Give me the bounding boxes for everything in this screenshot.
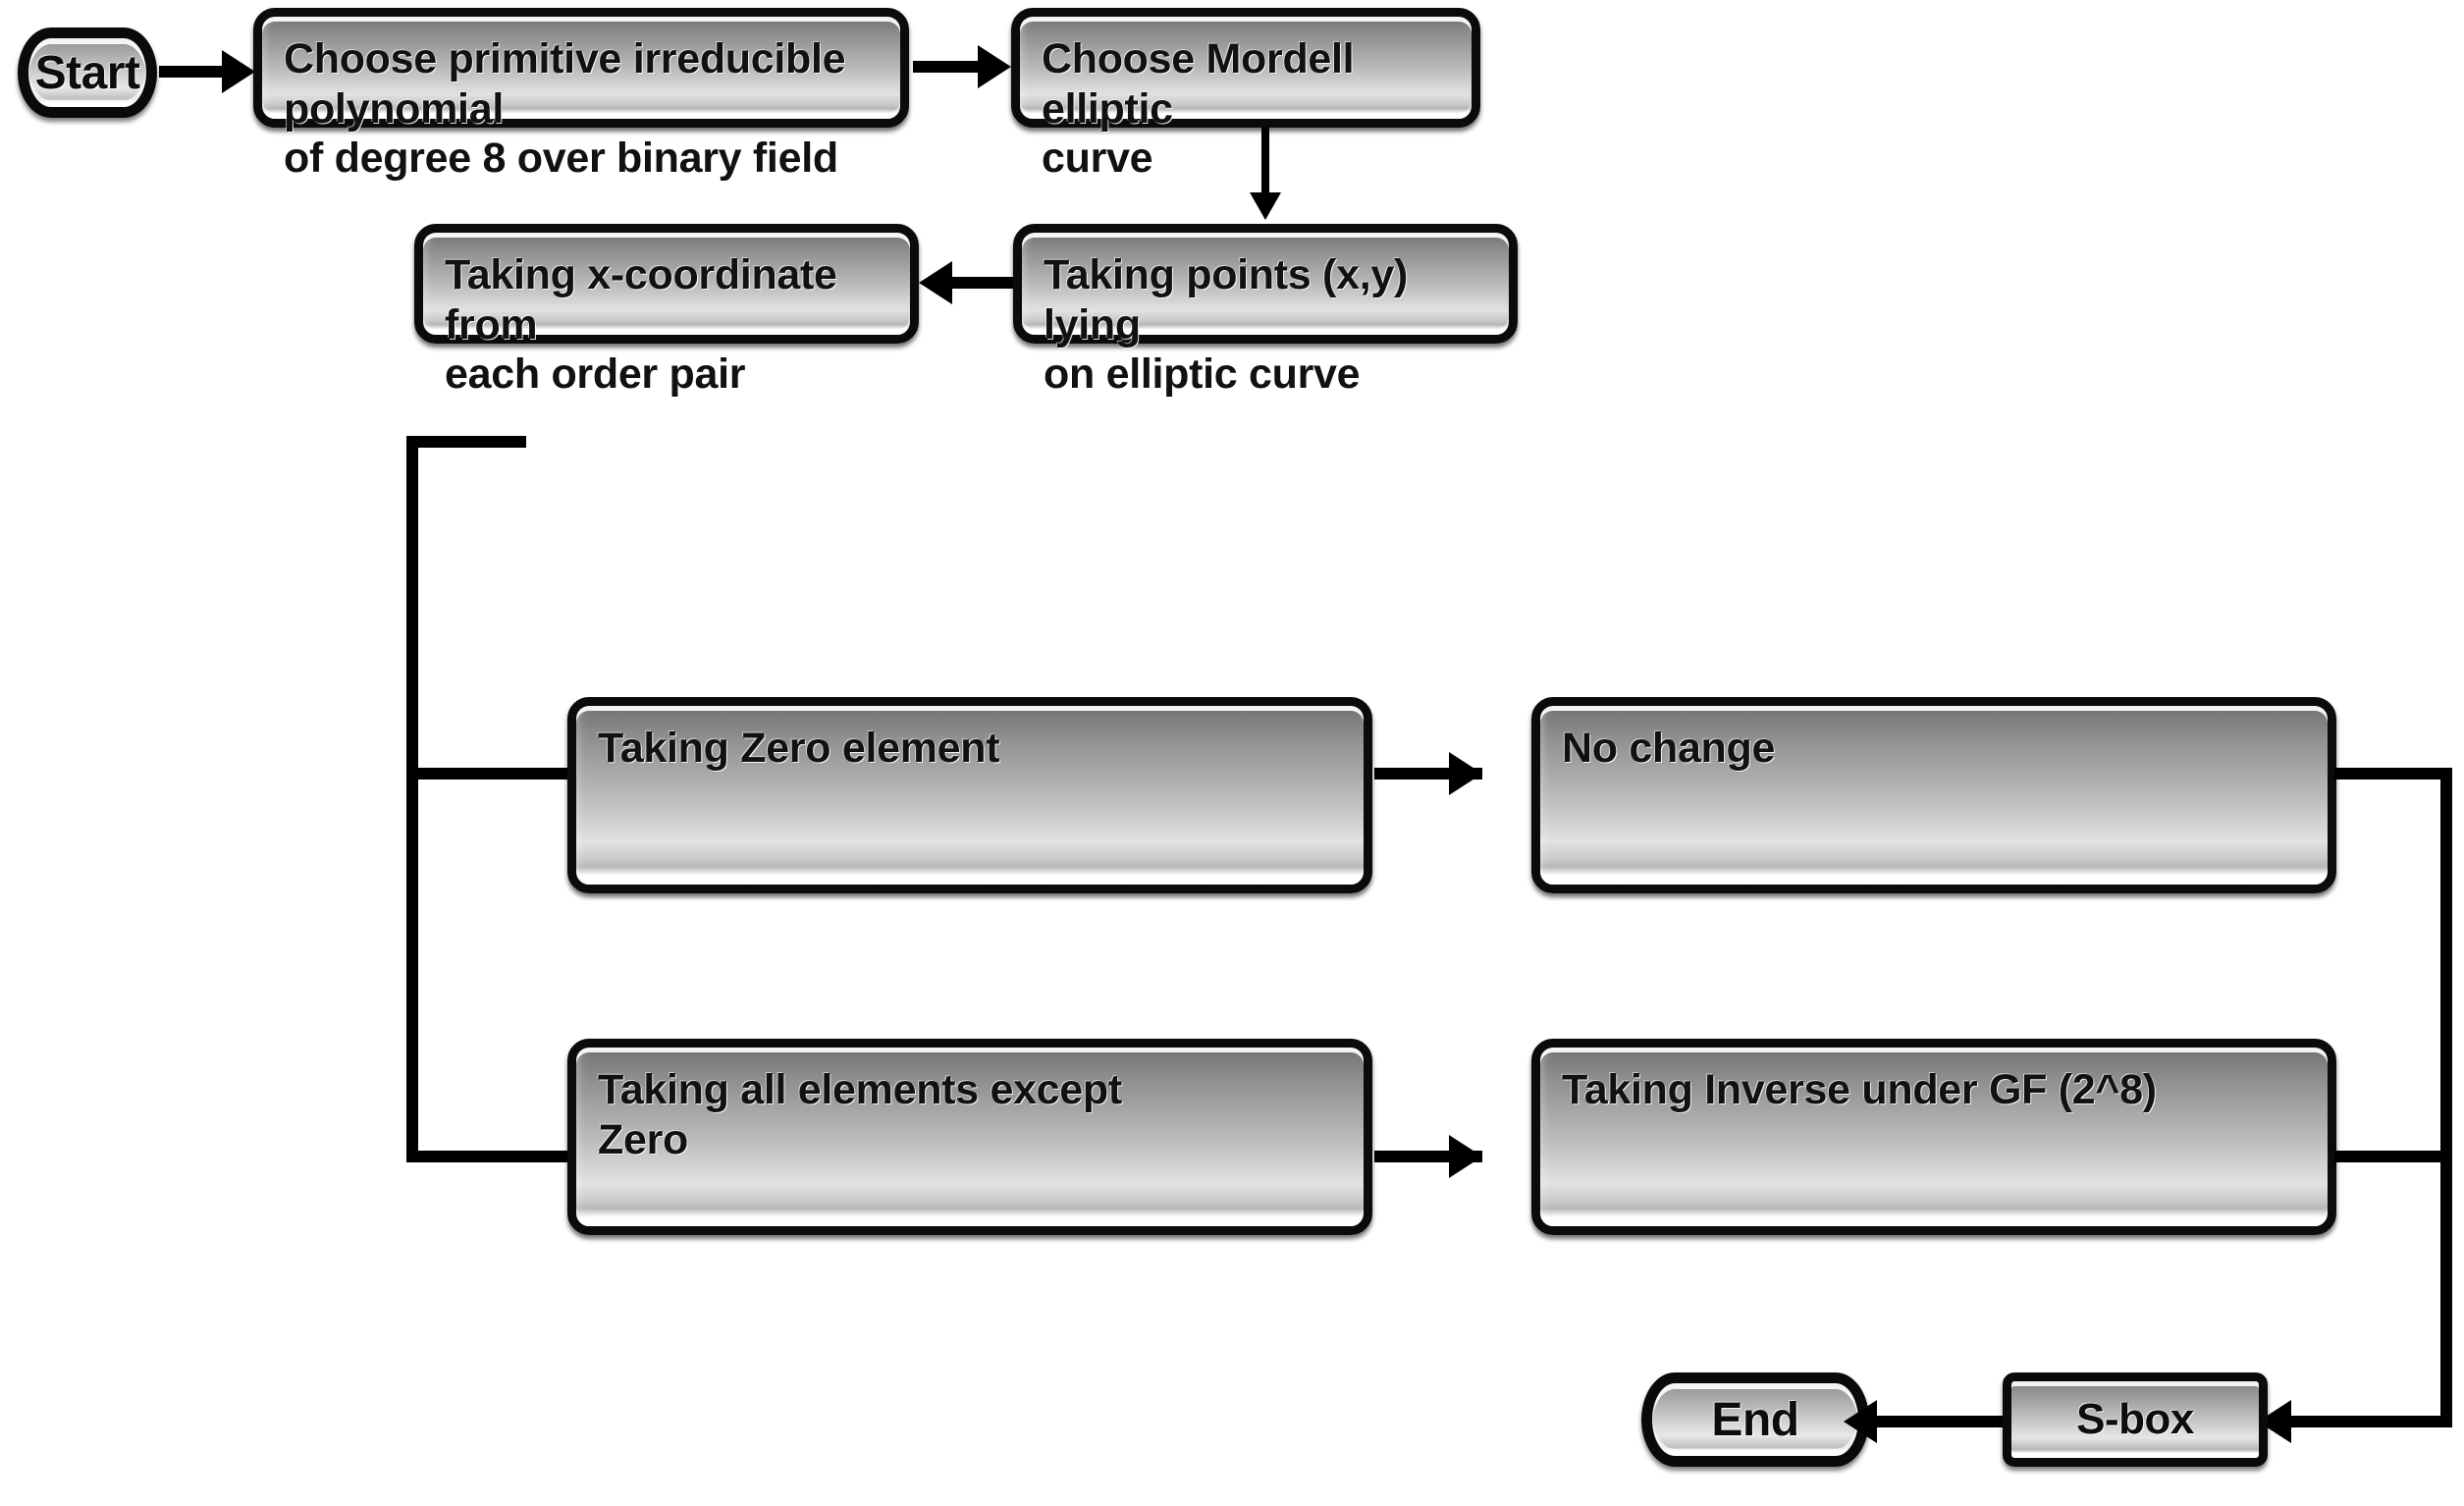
node-choose-curve[interactable]: Choose Mordell elliptic curve — [1011, 8, 1480, 182]
edge-x-bus-top-horizontal — [406, 436, 514, 448]
node-choose-curve-label: Choose Mordell elliptic curve — [1042, 35, 1355, 183]
edge-inverse-to-rightbus-line — [2334, 1151, 2452, 1162]
node-taking-inverse[interactable]: Taking Inverse under GF (2^8) — [1531, 1039, 2336, 1235]
edge-points-to-x-arrowhead — [919, 261, 952, 304]
node-end[interactable]: End — [1641, 1372, 1869, 1467]
node-no-change[interactable]: No change — [1531, 697, 2336, 893]
edge-nochange-to-rightbus-line — [2334, 768, 2452, 780]
node-taking-x-coordinate[interactable]: Taking x-coordinate from each order pair — [414, 224, 919, 398]
edge-curve-to-points-line — [1261, 128, 1269, 208]
edge-left-bus-vertical — [406, 436, 418, 1162]
node-sbox[interactable]: S-box — [2003, 1372, 2268, 1467]
node-taking-points[interactable]: Taking points (x,y) lying on elliptic cu… — [1013, 224, 1518, 398]
edge-start-to-polynomial-arrowhead — [222, 50, 255, 93]
node-taking-all-except-zero[interactable]: Taking all elements except Zero — [567, 1039, 1372, 1235]
node-choose-polynomial-label: Choose primitive irreducible polynomial … — [284, 35, 846, 183]
edge-sbox-to-end-line — [1875, 1416, 2003, 1427]
node-end-label: End — [1711, 1393, 1799, 1446]
node-sbox-label: S-box — [2076, 1395, 2194, 1443]
node-start[interactable]: Start — [18, 27, 157, 118]
edge-start-to-polynomial-line — [159, 66, 236, 78]
node-taking-all-except-zero-label: Taking all elements except Zero — [598, 1066, 1122, 1163]
edge-rightbus-to-sbox-line — [2289, 1416, 2452, 1427]
edge-polynomial-to-curve-arrowhead — [978, 45, 1011, 88]
node-taking-zero-element-label: Taking Zero element — [598, 725, 1000, 772]
edge-bus-to-zero-line — [406, 768, 615, 780]
edge-curve-to-points-arrowhead — [1250, 192, 1281, 220]
node-taking-zero-element[interactable]: Taking Zero element — [567, 697, 1372, 893]
node-choose-polynomial[interactable]: Choose primitive irreducible polynomial … — [253, 8, 909, 182]
node-no-change-label: No change — [1562, 725, 1776, 772]
node-taking-points-label: Taking points (x,y) lying on elliptic cu… — [1044, 251, 1408, 399]
edge-sbox-to-end-arrowhead — [1844, 1400, 1877, 1443]
edge-polynomial-to-curve-line — [913, 61, 993, 73]
edge-points-to-x-line — [950, 277, 1019, 289]
node-taking-inverse-label: Taking Inverse under GF (2^8) — [1562, 1066, 2157, 1113]
node-start-label: Start — [34, 46, 140, 99]
node-taking-x-coordinate-label: Taking x-coordinate from each order pair — [445, 251, 837, 399]
edge-allexceptzero-to-inverse-arrowhead — [1449, 1135, 1482, 1178]
edge-zero-to-nochange-arrowhead — [1449, 752, 1482, 795]
edge-right-bus-vertical — [2440, 768, 2452, 1427]
edge-bus-to-all-except-zero-line — [406, 1151, 615, 1162]
